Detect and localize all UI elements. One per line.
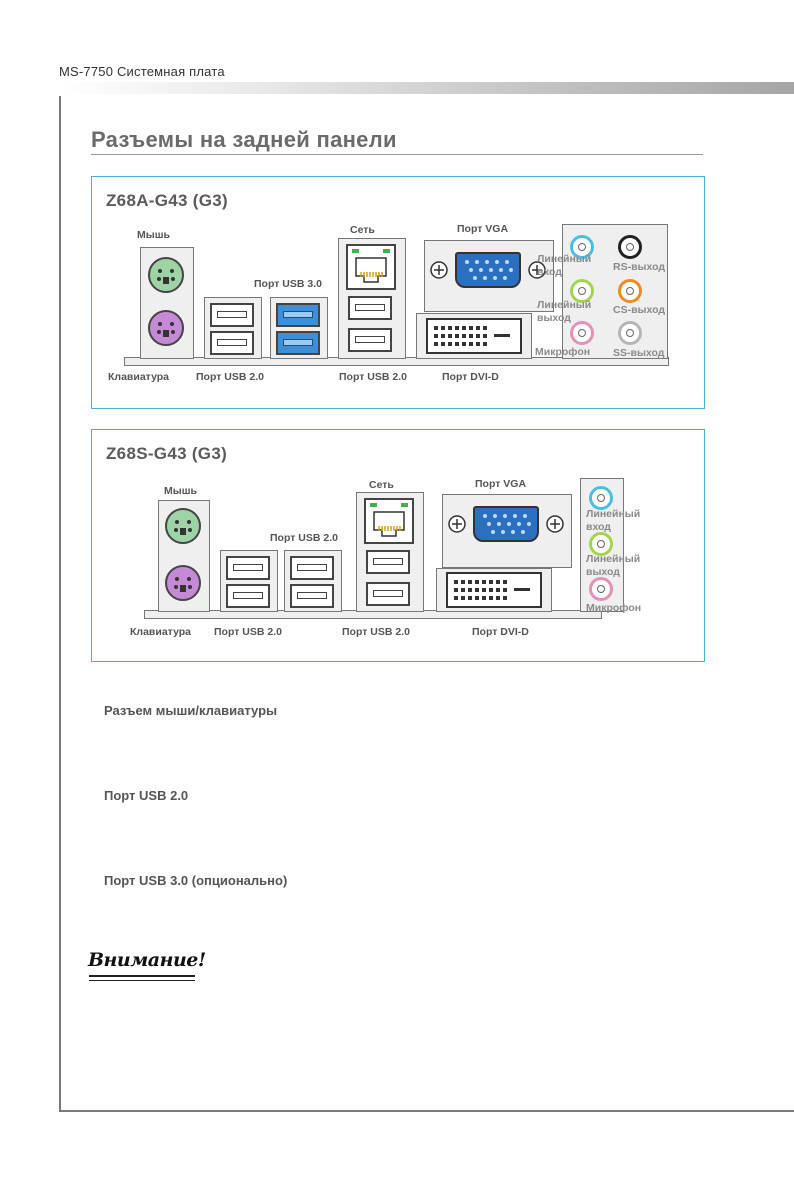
screw-icon: [528, 261, 546, 279]
usb2-port: [366, 550, 410, 574]
line-out-jack: [570, 279, 594, 303]
ps2-mouse-port: [165, 508, 201, 544]
left-margin-rule: [59, 96, 61, 1112]
ps2-keyboard-port: [165, 565, 201, 601]
keyboard-label: Клавиатура: [108, 371, 170, 383]
usb3-label: Порт USB 3.0: [254, 278, 322, 290]
mic-label: Микрофон: [586, 602, 642, 614]
usb2-port: [226, 556, 270, 580]
ps2-pins-icon: [174, 520, 192, 535]
vga-port: [473, 506, 539, 542]
rj45-icon: [352, 249, 390, 283]
line-out-label: Линейный выход: [586, 553, 641, 578]
lan-label: Сеть: [350, 224, 375, 236]
panel-z68s: Z68S-G43 (G3) Мышь Клавиатура Порт USB 2…: [91, 429, 705, 662]
usb2-port: [366, 582, 410, 606]
usb2-label-b: Порт USB 2.0: [342, 626, 410, 638]
line-out-jack: [589, 532, 613, 556]
mouse-label: Мышь: [137, 229, 170, 241]
vga-port: [455, 252, 521, 288]
usb2-top-label: Порт USB 2.0: [270, 532, 338, 544]
mic-jack: [570, 321, 594, 345]
usb2-port: [348, 296, 392, 320]
note-underline: [89, 980, 195, 981]
line-in-jack: [589, 486, 613, 510]
dvi-port: [426, 318, 522, 354]
usb2-label-b: Порт USB 2.0: [339, 371, 407, 383]
line-out-label: Линейный выход: [537, 299, 592, 324]
cs-out-jack: [618, 279, 642, 303]
usb3-port: [276, 331, 320, 355]
lan-port: [346, 244, 396, 290]
ps2-mouse-port: [148, 257, 184, 293]
page-header-title: MS-7750 Системная плата: [59, 64, 225, 79]
line-in-label: Линейный вход: [586, 508, 641, 533]
usb2-port: [290, 584, 334, 608]
dvi-label: Порт DVI-D: [442, 371, 499, 383]
usb2-port: [226, 584, 270, 608]
usb2-port: [348, 328, 392, 352]
usb3-port: [276, 303, 320, 327]
dvi-pins-icon: [454, 580, 530, 600]
ps2-pins-icon: [174, 577, 192, 592]
usb2-port: [210, 303, 254, 327]
rs-out-jack: [618, 235, 642, 259]
bottom-rule: [59, 1110, 794, 1112]
ss-out-jack: [618, 321, 642, 345]
dvi-port: [446, 572, 542, 608]
panel-z68a: Z68A-G43 (G3) Мышь Клавиатура Порт USB 2…: [91, 176, 705, 409]
vga-label: Порт VGA: [457, 223, 509, 235]
cs-out-label: CS-выход: [613, 304, 666, 316]
desc-usb2: Порт USB 2.0: [104, 788, 189, 803]
line-in-label: Линейный вход: [537, 253, 592, 278]
section-title: Разъемы на задней панели: [91, 127, 397, 152]
ps2-pins-icon: [157, 269, 175, 284]
header-bar-edge: [59, 94, 794, 96]
vga-label: Порт VGA: [475, 478, 527, 490]
usb2-label-a: Порт USB 2.0: [196, 371, 264, 383]
ps2-pins-icon: [157, 322, 175, 337]
ss-out-label: SS-выход: [613, 347, 665, 359]
mouse-label: Мышь: [164, 485, 197, 497]
keyboard-label: Клавиатура: [130, 626, 192, 638]
panel-title: Z68A-G43 (G3): [106, 191, 228, 210]
lan-label: Сеть: [369, 479, 394, 491]
vga-pins-icon: [483, 514, 531, 534]
rj45-icon: [370, 503, 408, 537]
line-in-jack: [570, 235, 594, 259]
screw-icon: [448, 515, 466, 533]
mic-label: Микрофон: [535, 346, 591, 358]
ps2-keyboard-port: [148, 310, 184, 346]
note-heading: Внимание!: [88, 949, 206, 971]
desc-ps2: Разъем мыши/клавиатуры: [104, 703, 278, 718]
header-gradient-bar: [59, 82, 794, 96]
dvi-pins-icon: [434, 326, 510, 346]
mic-jack: [589, 577, 613, 601]
usb2-label-a: Порт USB 2.0: [214, 626, 282, 638]
lan-port: [364, 498, 414, 544]
desc-usb3: Порт USB 3.0 (опционально): [104, 873, 288, 888]
screw-icon: [546, 515, 564, 533]
usb2-port: [290, 556, 334, 580]
rs-out-label: RS-выход: [613, 261, 666, 273]
dvi-label: Порт DVI-D: [472, 626, 529, 638]
usb2-port: [210, 331, 254, 355]
screw-icon: [430, 261, 448, 279]
note-underline: [89, 975, 195, 977]
panel-title: Z68S-G43 (G3): [106, 444, 228, 463]
section-rule: [91, 154, 703, 155]
vga-pins-icon: [465, 260, 513, 280]
